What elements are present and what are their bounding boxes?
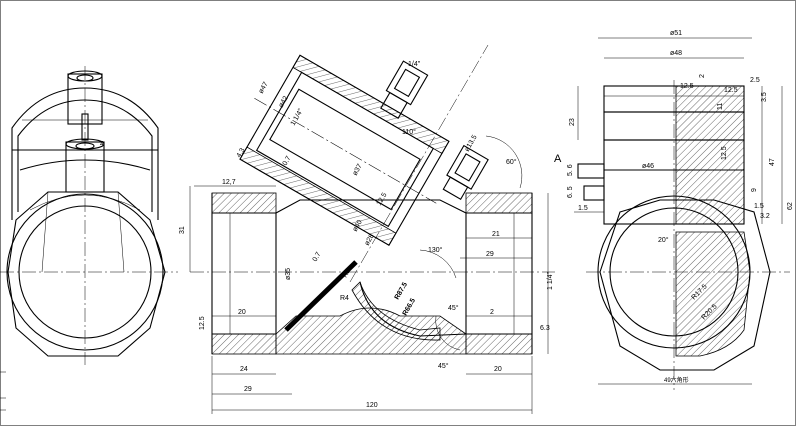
r6-3: 6.3 [540, 325, 550, 332]
r12-5-bonnet: 12.5 [376, 192, 389, 207]
side-view: ø51 ø48 ø46 2 12.5 12.5 2.5 3.5 11 23 47… [554, 30, 794, 390]
a60: 60° [506, 158, 517, 166]
small-d-label: 4 [100, 141, 104, 148]
w29: 29 [244, 386, 252, 393]
thread-top: 1 1/4" [290, 107, 305, 127]
thread-side: 1 1/4" [547, 271, 554, 290]
a20: 20° [658, 236, 669, 244]
r12-5-s-c: 12.5 [721, 146, 728, 160]
v23: 23 [569, 118, 576, 126]
w2: 2 [490, 309, 494, 316]
hex-label: 49六角形 [664, 376, 689, 384]
d48: ø48 [670, 50, 682, 57]
v3-5: 3.5 [761, 92, 768, 102]
w21: 21 [492, 231, 500, 238]
w29-right: 29 [486, 251, 494, 258]
label-a: A [554, 153, 562, 165]
r12-5-s-b: 12.5 [724, 87, 738, 94]
w120: 120 [366, 402, 378, 409]
r3-2: 3.2 [760, 213, 770, 220]
v9: 9 [751, 188, 758, 192]
d37: ø37 [352, 163, 364, 177]
r2-5: 2.5 [750, 77, 760, 84]
v11: 11 [717, 103, 724, 110]
quarter: 1/4" [408, 61, 421, 68]
v47: 47 [769, 158, 776, 166]
w20-b: 20 [494, 366, 502, 373]
v1-5-a: 1.5 [578, 205, 588, 212]
v62: 62 [787, 202, 794, 210]
c0-7: 0.7 [312, 251, 323, 263]
d51: ø51 [670, 30, 682, 37]
r-r4: R4 [340, 295, 349, 302]
a110: 110° [402, 128, 416, 136]
r12-5-front: 12.5 [199, 316, 206, 330]
v4-3: 4.3 [236, 147, 247, 159]
d46: ø46 [642, 163, 654, 170]
w20-a: 20 [238, 309, 246, 316]
r2-a: R2 [342, 268, 353, 279]
r87-5: R87.5 [394, 281, 409, 301]
r12-5-s-a: 12.5 [680, 83, 694, 90]
v6-5: 6. 5 [567, 186, 574, 198]
v1-5-b: 1.5 [754, 203, 764, 210]
d47: ø47 [258, 81, 270, 95]
v0-7: 0.7 [282, 155, 293, 167]
front-view: 12,7 31 ø35 12.5 20 24 29 120 21 29 2 20… [179, 44, 555, 414]
w24: 24 [240, 366, 248, 373]
a45-a: 45° [448, 304, 459, 312]
left-view: 4 [0, 66, 178, 365]
a45-b: 45° [438, 362, 449, 370]
r66-5: R66.5 [402, 297, 417, 317]
d13-5: ø13.5 [464, 134, 479, 153]
v5-6: 5. 6 [567, 164, 574, 176]
a130: 130° [428, 246, 443, 254]
d35: ø35 [285, 268, 292, 280]
h31: 31 [179, 226, 186, 234]
w12-7: 12,7 [222, 179, 236, 186]
v2: 2 [699, 74, 706, 78]
